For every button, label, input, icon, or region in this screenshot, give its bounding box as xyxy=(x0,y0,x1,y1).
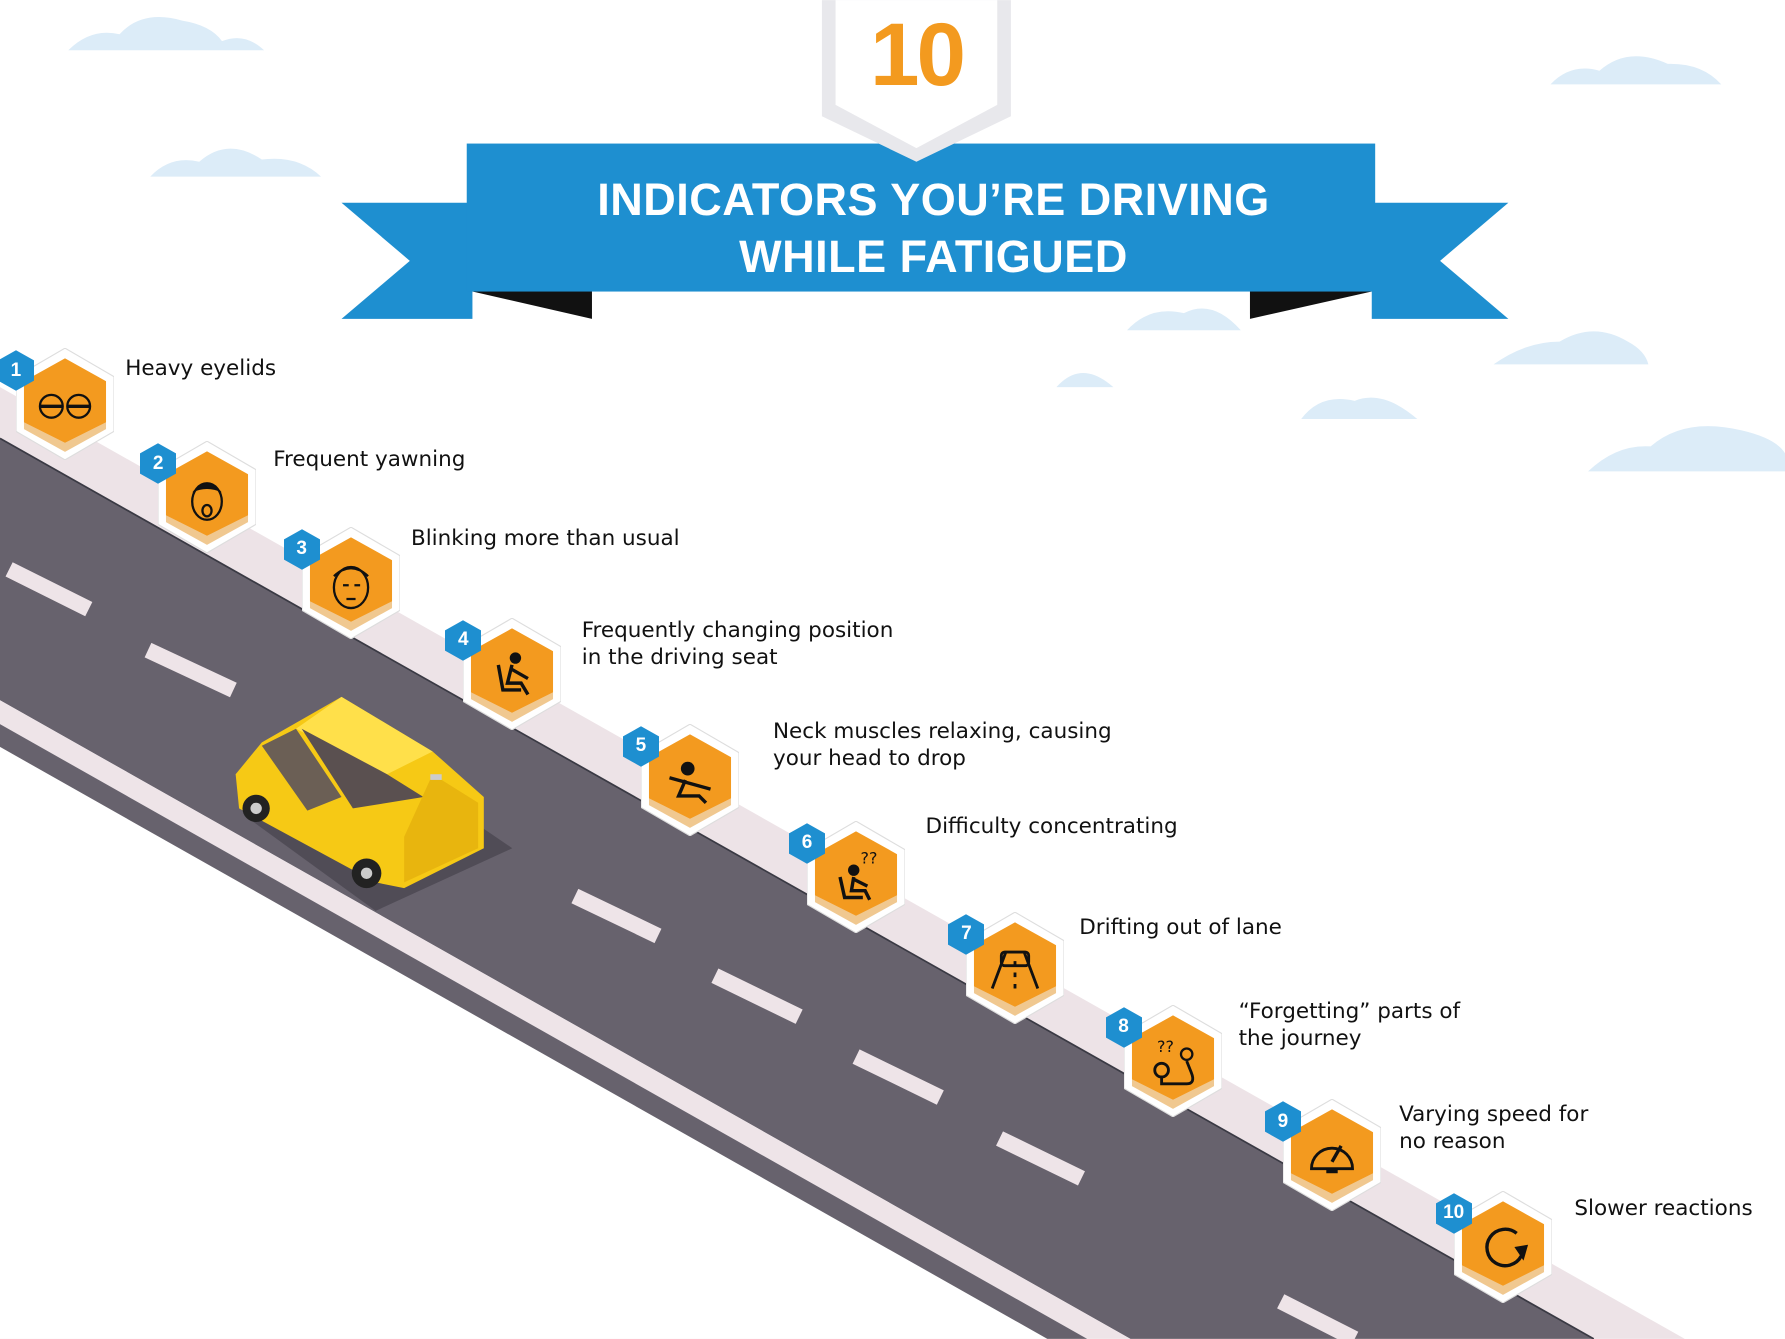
indicator-number-badge: 6 xyxy=(789,822,826,864)
sleepy-face-icon xyxy=(301,526,401,640)
speedometer-icon xyxy=(1282,1098,1382,1212)
title-line-2: WHILE FATIGUED xyxy=(739,231,1128,282)
indicator-number: 3 xyxy=(296,538,307,560)
indicator-number: 10 xyxy=(1443,1202,1465,1224)
number-badge xyxy=(821,0,1011,162)
refresh-reaction-icon xyxy=(1453,1190,1553,1304)
page-title: INDICATORS YOU’RE DRIVING WHILE FATIGUED xyxy=(467,171,1400,285)
indicator-label: “Forgetting” parts of the journey xyxy=(1238,999,1461,1052)
indicator-number-badge: 9 xyxy=(1264,1101,1301,1143)
indicator-number: 4 xyxy=(457,629,469,651)
route-question-icon: ?? xyxy=(1122,1004,1223,1118)
indicator-number-badge: 3 xyxy=(283,529,320,570)
title-banner xyxy=(341,143,1509,319)
yawning-face-icon xyxy=(157,440,257,554)
yellow-car xyxy=(235,696,513,911)
indicator-number: 6 xyxy=(801,832,813,854)
confused-driver-icon: ?? xyxy=(806,820,906,934)
indicator-number-badge: 1 xyxy=(0,350,34,391)
indicator-number: 2 xyxy=(152,452,164,474)
number-ten: 10 xyxy=(870,4,966,104)
indicator-number: 9 xyxy=(1277,1110,1289,1132)
indicator-number-badge: 7 xyxy=(948,913,985,955)
indicator-label: Frequent yawning xyxy=(273,447,466,473)
head-drop-driver-icon xyxy=(640,723,740,837)
svg-text:??: ?? xyxy=(1157,1037,1174,1056)
title-line-1: INDICATORS YOU’RE DRIVING xyxy=(597,174,1270,225)
indicator-label: Drifting out of lane xyxy=(1079,915,1282,941)
indicator-number-badge: 4 xyxy=(445,620,482,661)
indicator-number: 8 xyxy=(1118,1016,1129,1038)
indicator-label: Blinking more than usual xyxy=(410,525,680,551)
indicator-number-badge: 8 xyxy=(1105,1007,1142,1048)
indicator-label: Frequently changing position in the driv… xyxy=(581,618,894,670)
indicator-number-badge: 2 xyxy=(140,443,177,485)
indicator-number: 5 xyxy=(635,735,647,757)
road-edge-line xyxy=(0,700,1131,1339)
clouds xyxy=(68,17,1785,472)
seated-driver-icon xyxy=(462,617,562,731)
indicator-label: Heavy eyelids xyxy=(125,356,277,382)
indicator-number-badge: 10 xyxy=(1435,1192,1472,1234)
indicator-label: Difficulty concentrating xyxy=(925,813,1178,839)
svg-text:??: ?? xyxy=(861,848,878,867)
indicator-label: Neck muscles relaxing, causing your head… xyxy=(772,719,1112,772)
lane-dashes xyxy=(5,562,1359,1339)
indicator-number: 7 xyxy=(961,923,972,945)
indicator-number-badge: 5 xyxy=(622,726,659,767)
indicator-label: Slower reactions xyxy=(1574,1196,1753,1222)
heavy-eyes-icon xyxy=(15,347,115,461)
indicator-number: 1 xyxy=(10,359,22,381)
indicator-label: Varying speed for no reason xyxy=(1399,1101,1589,1154)
